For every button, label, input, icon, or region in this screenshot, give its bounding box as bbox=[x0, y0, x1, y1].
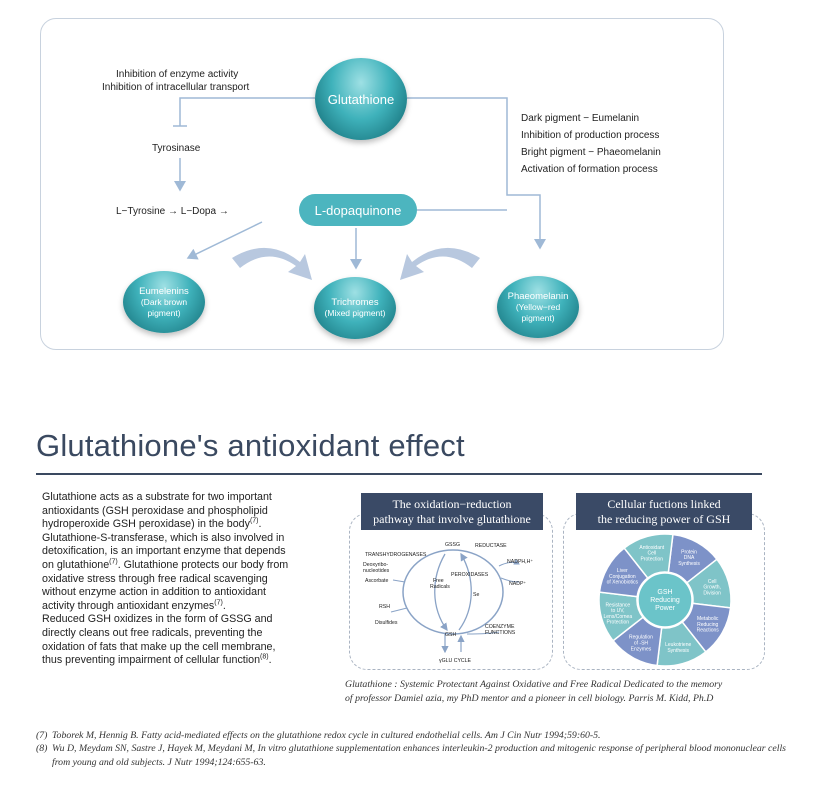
melanin-pathway-panel bbox=[40, 18, 724, 350]
gsh-title-2: the reducing power of GSH bbox=[597, 511, 731, 526]
right-note-1: Dark pigment − Eumelanin bbox=[521, 113, 640, 124]
redox-title-2: pathway that involve glutathione bbox=[373, 511, 531, 526]
glutathione-node: Glutathione bbox=[315, 58, 407, 140]
body-part-4: . bbox=[222, 599, 226, 612]
gsh-title-1: Cellular fuctions linked bbox=[607, 496, 721, 511]
body-part-2: . Glutathione-S-transferase, which is al… bbox=[42, 518, 286, 571]
caption-line-2: of professor Damiel azia, my PhD mentor … bbox=[345, 693, 714, 704]
reference-item: (7) Toborek M, Hennig B. Fatty acid-medi… bbox=[36, 729, 796, 742]
coenzyme-label-1: COENZYME bbox=[485, 624, 515, 630]
glu-cycle-label: γGLU CYCLE bbox=[439, 658, 472, 664]
reference-text: Toborek M, Hennig B. Fatty acid-mediated… bbox=[52, 730, 601, 741]
tyrosine-dopa-pathway: L−Tyrosine → L−Dopa → bbox=[116, 206, 229, 217]
body-part-5: Reduced GSH oxidizes in the form of GSSG… bbox=[42, 613, 276, 667]
reference-text: Wu D, Meydam SN, Sastre J, Hayek M, Meyd… bbox=[52, 743, 786, 768]
inhibition-line bbox=[179, 97, 315, 126]
citation-8: (8) bbox=[260, 653, 269, 661]
section-title: Glutathione's antioxidant effect bbox=[36, 428, 465, 463]
body-part-6: . bbox=[268, 654, 272, 667]
deoxy-label-2: nucleotides bbox=[363, 568, 390, 574]
citation-7c: (7) bbox=[214, 599, 223, 607]
reference-number: (7) bbox=[36, 730, 48, 741]
right-note-4: Activation of formation process bbox=[521, 164, 658, 175]
gsh-functions-header: Cellular fuctions linked the reducing po… bbox=[576, 493, 752, 530]
arrow-to-eumelenins bbox=[186, 221, 263, 260]
peroxidases-label: PEROXIDASES bbox=[451, 572, 489, 578]
inhibition-text-2: Inhibition of intracellular transport bbox=[102, 82, 250, 93]
se-label: Se bbox=[473, 592, 479, 598]
reference-number: (8) bbox=[36, 743, 48, 755]
transhydrogenases-label: TRANSHYDROGENASES bbox=[365, 552, 427, 558]
eumelenins-desc-1: (Dark brown bbox=[140, 296, 188, 307]
glutathione-label: Glutathione bbox=[327, 91, 395, 107]
citation-7b: (7) bbox=[109, 558, 118, 566]
phaeomelanin-node: Phaeomelanin (Yellow−red pigment) bbox=[497, 276, 579, 338]
eumelenins-desc-2: pigment) bbox=[147, 307, 181, 318]
body-part-1: Glutathione acts as a substrate for two … bbox=[42, 491, 272, 531]
phaeomelanin-desc-1: (Yellow−red bbox=[515, 301, 561, 312]
rsh-label: RSH bbox=[379, 604, 390, 610]
wheel-center bbox=[637, 572, 693, 628]
ldopaquinone-label: L-dopaquinone bbox=[314, 202, 402, 218]
body-part-3: . Glutathione protects our body from oxi… bbox=[42, 558, 289, 612]
coenzyme-label-2: FUNCTIONS bbox=[485, 630, 516, 636]
body-text: Glutathione acts as a substrate for two … bbox=[42, 491, 292, 668]
nadph-label: NADPH,H⁺ bbox=[507, 559, 533, 565]
citation-7a: (7) bbox=[249, 517, 259, 525]
right-note-2: Inhibition of production process bbox=[521, 130, 660, 141]
eumelenins-name: Eumelenins bbox=[139, 285, 189, 297]
curved-arrow-right bbox=[400, 247, 480, 280]
redox-panel-header: The oxidation−reduction pathway that inv… bbox=[361, 493, 543, 530]
figure-caption: Glutathione : Systemic Protectant Agains… bbox=[345, 678, 775, 706]
phaeomelanin-name: Phaeomelanin bbox=[507, 290, 569, 302]
trichromes-desc-1: (Mixed pigment) bbox=[324, 308, 386, 318]
inhibition-text-1: Inhibition of enzyme activity bbox=[116, 69, 239, 80]
right-note-3: Bright pigment − Phaeomelanin bbox=[521, 147, 661, 158]
tyrosinase-label: Tyrosinase bbox=[152, 143, 201, 154]
trichromes-name: Trichromes bbox=[331, 297, 379, 308]
ascorbate-label: Ascorbate bbox=[365, 578, 388, 584]
redox-cycle-diagram: GSSG GSH REDUCTASE TRANSHYDROGENASES Deo… bbox=[363, 542, 533, 664]
trichromes-node: Trichromes (Mixed pigment) bbox=[314, 277, 396, 339]
curved-arrow-left bbox=[232, 247, 312, 280]
nadp-label: NADP⁺ bbox=[509, 581, 526, 587]
title-divider bbox=[36, 473, 762, 475]
free-radicals-label-1: Free bbox=[433, 578, 444, 584]
ldopaquinone-node: L-dopaquinone bbox=[299, 194, 417, 226]
reductase-label: REDUCTASE bbox=[475, 543, 507, 549]
glutathione-right-line bbox=[407, 97, 546, 250]
gssg-label: GSSG bbox=[445, 542, 460, 548]
deoxy-label-1: Deoxyribo- bbox=[363, 562, 388, 568]
reference-item: (8) Wu D, Meydam SN, Sastre J, Hayek M, … bbox=[36, 742, 796, 769]
pathway-connectors bbox=[173, 97, 546, 280]
free-radicals-label-2: Radicals bbox=[430, 584, 450, 590]
caption-line-1: Glutathione : Systemic Protectant Agains… bbox=[345, 679, 723, 690]
phaeomelanin-desc-2: pigment) bbox=[521, 312, 555, 323]
redox-title-1: The oxidation−reduction bbox=[392, 496, 512, 511]
wheel-segment bbox=[623, 533, 674, 580]
references: (7) Toborek M, Hennig B. Fatty acid-medi… bbox=[36, 729, 796, 769]
eumelenins-node: Eumelenins (Dark brown pigment) bbox=[123, 271, 205, 333]
gsh-label: GSH bbox=[445, 632, 456, 638]
disulfides-label: Disulfides bbox=[375, 620, 398, 626]
